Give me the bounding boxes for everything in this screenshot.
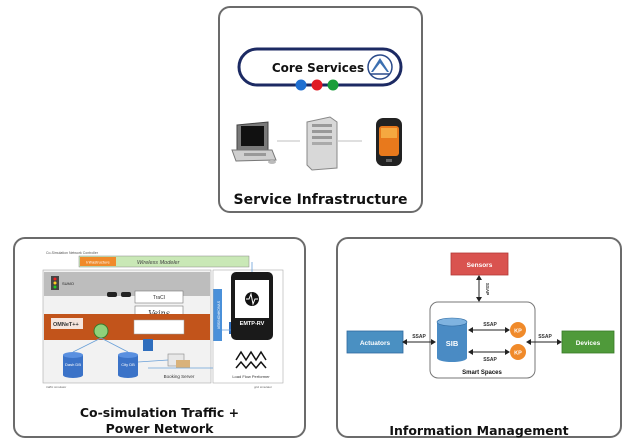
sib-database-icon (436, 317, 468, 362)
sumo-label: SUMO (62, 281, 74, 286)
kp-node-top (510, 322, 526, 338)
booking-server-label: Booking Server (164, 374, 195, 379)
omnet-label: OMNeT++ (53, 322, 79, 328)
cosim-header-small: Co-Simulation Network Controller (46, 251, 99, 255)
city-db-label: City DB (121, 362, 135, 367)
cosim-title: Co-simulation Traffic + Power Network (15, 405, 304, 437)
connector-dot-green (327, 79, 339, 91)
connector-dot-red (311, 79, 323, 91)
cosim-title-line2: Power Network (105, 421, 214, 436)
city-db-icon (118, 352, 138, 378)
load-flow-label: Load Flow Performer (232, 374, 270, 379)
smart-spaces-label: Smart Spaces (462, 370, 502, 376)
connector-dot-blue (295, 79, 307, 91)
svg-text:Infrastructure: Infrastructure (86, 260, 110, 265)
ssap-label-kp-bottom: SSAP (483, 357, 497, 363)
grid-simulator-box (212, 269, 284, 384)
ssap-label-devices: SSAP (538, 334, 552, 340)
devices-label: Devices (576, 340, 601, 347)
core-services-logo-icon (367, 54, 393, 80)
ssap-label-actuators: SSAP (412, 334, 426, 340)
dash-db-icon (63, 352, 83, 378)
dash-db-label: Dash DB (65, 362, 81, 367)
cosim-footer-left: traffic simulator (46, 385, 66, 389)
wireless-modeler-label: Wireless Modeler (137, 260, 181, 266)
ssap-label-sensors: SSAP (485, 283, 490, 295)
traci-label: TraCI (153, 295, 165, 301)
cosim-connectors (72, 262, 253, 369)
desktop-computer-icon (231, 121, 277, 164)
ssap-label-kp-top: SSAP (483, 322, 497, 328)
sensors-box (450, 252, 509, 276)
server-tower-icon (277, 116, 362, 171)
veins-label: Veins (148, 309, 170, 318)
synchroniser-bar (213, 289, 222, 341)
core-services-label: Core Services (272, 61, 364, 75)
service-infrastructure-title: Service Infrastructure (233, 192, 408, 208)
kp-label-bottom: KP (514, 351, 522, 357)
wireless-modeler-bar (78, 255, 250, 268)
traci-box (134, 290, 184, 304)
synchroniser-text: SYNCHRONISER (217, 301, 221, 330)
cosim-title-line1: Co-simulation Traffic + (79, 405, 240, 420)
service-infrastructure-panel: Service Infrastructure (218, 6, 423, 213)
sib-kp-arrows (470, 329, 508, 353)
sib-label: SIB (446, 339, 459, 348)
kp-node-bottom (510, 344, 526, 360)
wireless-modeler-tag (80, 257, 116, 266)
cosim-info-square-left (143, 339, 153, 351)
kp-label-top: KP (514, 329, 522, 335)
info-management-title: Information Management (389, 423, 569, 438)
emtp-label: EMTP-RV (240, 321, 265, 327)
cosim-footer-right: grid simulator (254, 385, 272, 389)
load-flow-icon (235, 350, 267, 370)
actuators-label: Actuators (360, 340, 391, 347)
sensors-label: Sensors (467, 262, 493, 269)
smartphone-icon (376, 118, 402, 166)
